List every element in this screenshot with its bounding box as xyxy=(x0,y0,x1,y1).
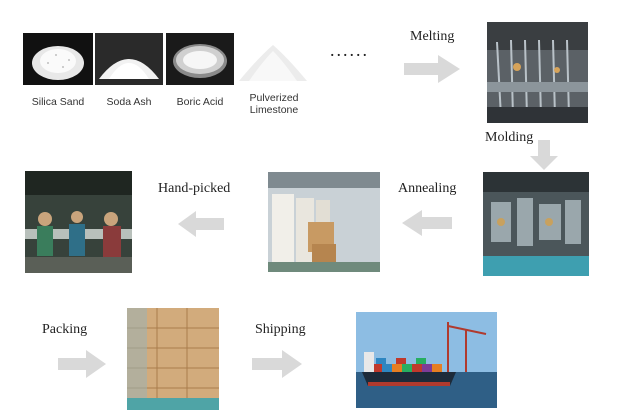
soda-ash-photo xyxy=(95,33,163,85)
silica-sand-photo xyxy=(23,33,93,85)
ellipsis: ...... xyxy=(330,40,369,60)
shipping-photo xyxy=(356,312,497,408)
arrow-right-icon xyxy=(404,55,460,83)
arrow-left-icon xyxy=(402,210,452,236)
arrow-left-icon xyxy=(178,211,224,237)
packing-photo xyxy=(127,308,219,410)
pulverized-limestone-photo xyxy=(237,33,309,85)
step-label-packing: Packing xyxy=(42,322,88,337)
step-label-annealing: Annealing xyxy=(398,181,457,196)
molding-photo xyxy=(483,172,589,276)
step-label-hand-picked: Hand-picked xyxy=(158,181,231,196)
material-label-soda-ash: Soda Ash xyxy=(106,96,152,108)
material-label-pulverized-limestone: Pulverized Limestone xyxy=(249,92,299,116)
arrow-right-icon xyxy=(58,350,106,378)
step-label-melting: Melting xyxy=(410,29,455,44)
boric-acid-photo xyxy=(166,33,234,85)
annealing-photo xyxy=(268,172,380,272)
material-label-silica-sand: Silica Sand xyxy=(31,96,85,108)
step-label-shipping: Shipping xyxy=(255,322,306,337)
melting-photo xyxy=(487,22,588,123)
step-label-molding: Molding xyxy=(485,130,534,145)
hand-picked-photo xyxy=(25,171,132,273)
arrow-right-icon xyxy=(252,350,302,378)
arrow-down-icon xyxy=(530,140,558,170)
material-label-boric-acid: Boric Acid xyxy=(176,96,224,108)
